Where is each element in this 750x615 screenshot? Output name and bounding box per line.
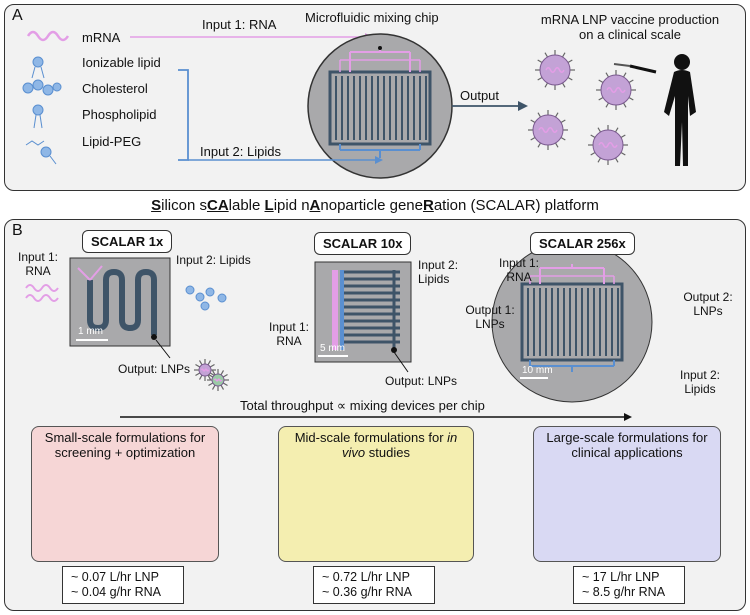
chip1-output-label: Output: LNPs xyxy=(118,362,191,376)
title-part: noparticle gene xyxy=(320,197,423,214)
scalar-1x-title: SCALAR 1x xyxy=(82,230,173,253)
scalar-256x-title: SCALAR 256x xyxy=(530,232,635,255)
title-part: CA xyxy=(206,197,229,214)
mixing-chip-channels xyxy=(328,46,432,158)
lnp-icon xyxy=(528,110,568,150)
production-title: mRNA LNP vaccine production on a clinica… xyxy=(540,12,720,42)
chip256-output1-label: Output 1:LNPs xyxy=(465,303,515,331)
title-part: lable xyxy=(228,197,265,214)
ionizable-lipid-icon xyxy=(31,56,45,79)
mrna-label: mRNA xyxy=(82,30,121,45)
small-scale-stats: ~ 0.07 L/hr LNP~ 0.04 g/hr RNA xyxy=(62,566,184,604)
lnp-icon xyxy=(535,50,575,90)
mid-scale-box xyxy=(278,426,474,562)
cholesterol-icon xyxy=(22,79,62,96)
input2-lipids-label: Input 2: Lipids xyxy=(200,144,281,159)
title-part: R xyxy=(422,197,434,214)
title-part: ilicon s xyxy=(161,197,207,214)
throughput-label: Total throughput ∝ mixing devices per ch… xyxy=(236,398,489,413)
person-silhouette-icon xyxy=(613,54,696,166)
title-part: A xyxy=(309,197,321,214)
lipid-label-cholesterol: Cholesterol xyxy=(82,81,148,96)
lipid-label-peg: Lipid-PEG xyxy=(82,134,142,149)
chip10-scale-label: 5 mm xyxy=(320,343,345,354)
small-scale-box xyxy=(31,426,219,562)
scalar-1x-channel xyxy=(87,268,157,335)
panel-b-label: B xyxy=(12,222,23,239)
mrna-wave-icon xyxy=(26,30,70,42)
lnp-icon xyxy=(596,70,636,110)
chip256-input2-label: Input 2:Lipids xyxy=(679,368,721,396)
lnp-icon xyxy=(588,125,628,165)
chip1-input2-label: Input 2: Lipids xyxy=(176,253,251,267)
large-scale-stats: ~ 17 L/hr LNP~ 8.5 g/hr RNA xyxy=(573,566,685,604)
phospholipid-icon xyxy=(32,104,44,129)
input1-rna-label: Input 1: RNA xyxy=(202,17,277,32)
lipid-label-phospholipid: Phospholipid xyxy=(82,107,157,122)
title-part: ipid n xyxy=(273,197,310,214)
lipid-label-ionizable: Ionizable lipid xyxy=(82,55,161,70)
title-part: S xyxy=(151,197,162,214)
chip-title-label: Microfluidic mixing chip xyxy=(305,10,439,25)
mid-scale-title: Mid-scale formulations for in vivo studi… xyxy=(294,430,458,460)
title-part: ation (SCALAR) platform xyxy=(433,197,599,214)
scalar-10x-title: SCALAR 10x xyxy=(314,232,412,255)
mid-scale-stats: ~ 0.72 L/hr LNP~ 0.36 g/hr RNA xyxy=(313,566,435,604)
panel-a-label: A xyxy=(12,7,23,24)
chip1-input1-label: Input 1:RNA xyxy=(17,250,59,278)
output-label: Output xyxy=(460,88,500,103)
lnp-icon xyxy=(194,359,216,381)
chip10-output-label: Output: LNPs xyxy=(385,374,458,388)
lnp-icon xyxy=(207,369,229,391)
chip256-scale-label: 10 mm xyxy=(522,365,553,376)
chip256-input1-label: Input 1:RNA xyxy=(498,256,540,284)
lipid-peg-icon xyxy=(25,140,57,165)
chip256-output2-label: Output 2:LNPs xyxy=(683,290,733,318)
chip10-input2-label: Input 2:Lipids xyxy=(418,258,459,286)
chip1-scale-label: 1 mm xyxy=(78,326,103,337)
platform-title: Silicon sCAlable Lipid nAnoparticle gene… xyxy=(0,197,750,214)
large-scale-box xyxy=(533,426,721,562)
title-part: L xyxy=(264,197,274,214)
chip10-input1-label: Input 1:RNA xyxy=(268,320,310,348)
